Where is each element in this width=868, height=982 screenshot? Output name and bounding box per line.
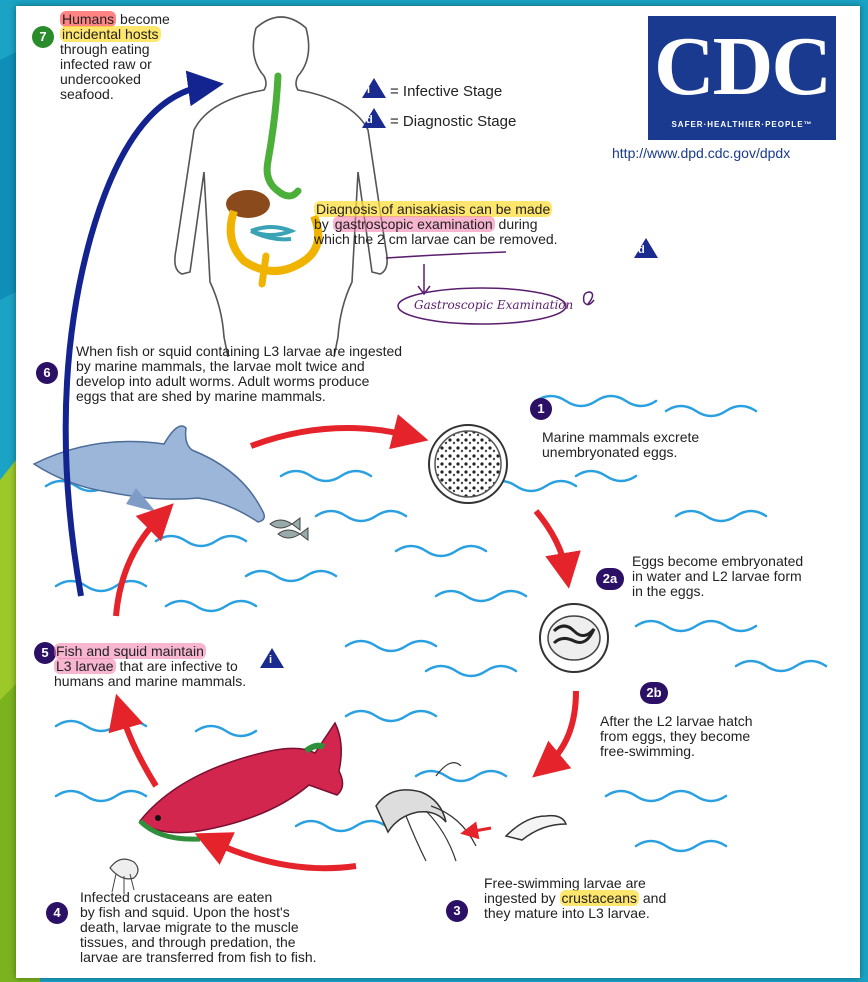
diagnosis-text: Diagnosis of anisakiasis can be made by … <box>314 201 558 247</box>
diagnostic-stage-label: = Diagnostic Stage <box>390 113 517 130</box>
infective-symbol: i <box>269 654 273 666</box>
cdc-tagline: SAFER·HEALTHIER·PEOPLE™ <box>671 120 813 129</box>
stage-5-badge: 5 <box>34 642 56 664</box>
squid-icon <box>109 858 139 894</box>
larva-icon <box>504 814 568 841</box>
diagnostic-stage-icon <box>362 108 386 128</box>
stage-3-text: Free-swimming larvae are ingested by cru… <box>484 875 667 921</box>
stage-6-text: When fish or squid containing L3 larvae … <box>76 343 403 404</box>
infection-arrow <box>62 70 224 597</box>
stage-1-text: Marine mammals excrete unembryonated egg… <box>542 429 700 460</box>
water-waves <box>44 394 828 853</box>
stage-1-badge: 1 <box>530 398 552 420</box>
infective-stage-icon <box>260 648 284 668</box>
cdc-logo: CDC SAFER·HEALTHIER·PEOPLE™ <box>648 16 836 140</box>
stage-4-badge: 4 <box>46 902 68 924</box>
infective-stage-icon <box>362 78 386 98</box>
cdc-logo-text: CDC <box>654 20 832 113</box>
infective-symbol: i <box>367 84 371 96</box>
stage-3-badge: 3 <box>446 900 468 922</box>
stage-5-text: Fish and squid maintain L3 larvae that a… <box>54 643 247 689</box>
cdc-url: http://www.dpd.cdc.gov/dpdx <box>612 145 791 161</box>
lifecycle-panel: i d d i = Infective Stage = Diagnostic S… <box>16 6 860 978</box>
stage-2a-text: Eggs become embryonated in water and L2 … <box>632 553 804 599</box>
embryonated-egg-icon <box>539 603 609 673</box>
egg-icon <box>428 424 508 504</box>
diagnostic-symbol: d <box>638 244 645 256</box>
diagnostic-symbol: d <box>366 114 373 126</box>
stage-2a-badge: 2a <box>596 568 624 590</box>
human-body-icon <box>174 16 388 358</box>
stage-4-text: Infected crustaceans are eaten by fish a… <box>80 889 317 965</box>
small-fish-icon <box>269 517 309 541</box>
cycle-arrows <box>108 414 581 872</box>
handwritten-annotation <box>385 251 595 325</box>
diagnostic-stage-icon <box>634 238 658 258</box>
lifecycle-diagram <box>32 16 828 894</box>
stage-2b-text: After the L2 larvae hatch from eggs, the… <box>600 713 753 759</box>
salmon-icon <box>138 721 344 842</box>
infective-stage-label: = Infective Stage <box>390 83 503 100</box>
stage-2b-badge: 2b <box>640 682 668 704</box>
stage-6-badge: 6 <box>36 362 58 384</box>
handwritten-note: Gastroscopic Examination <box>414 298 574 312</box>
crustacean-icon <box>375 762 477 862</box>
stage-7-text: Humans become incidental hosts through e… <box>60 11 170 102</box>
stage-7-badge: 7 <box>32 26 54 48</box>
